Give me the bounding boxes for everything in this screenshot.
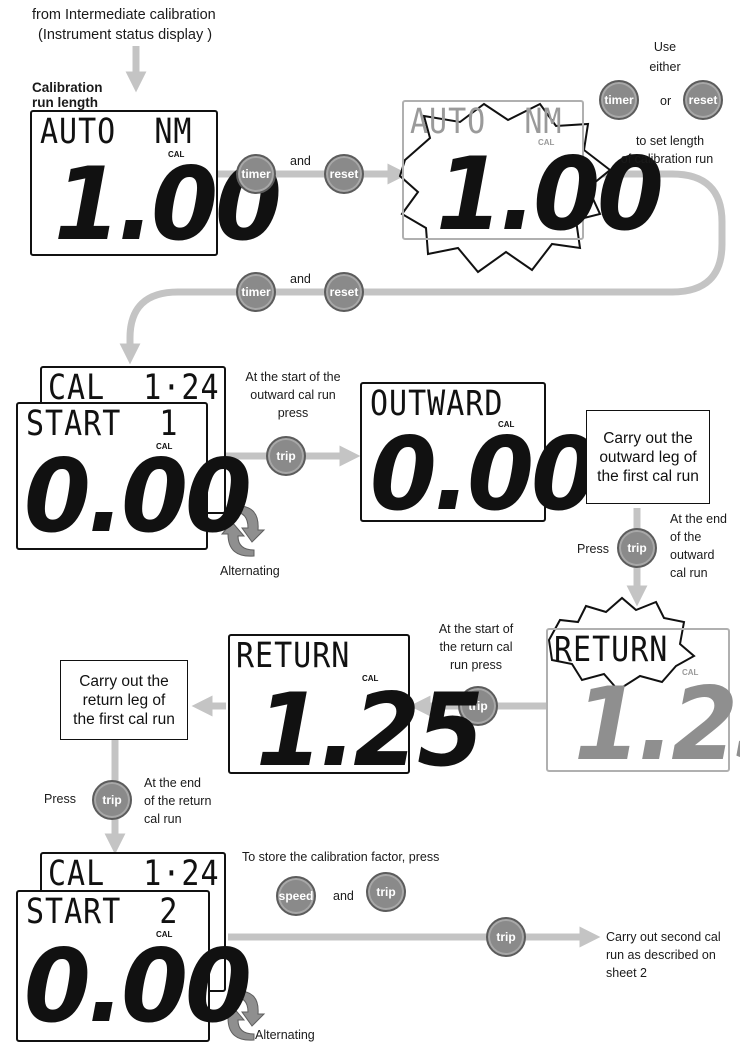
note-return-leg: Carry out the return leg of the first ca… xyxy=(60,660,188,740)
reset-button[interactable]: reset xyxy=(324,154,364,194)
reset-button[interactable]: reset xyxy=(683,80,723,120)
set-length-text-2: of calibration run xyxy=(620,152,714,166)
trip-button[interactable]: trip xyxy=(486,917,526,957)
lcd-top-text: AUTO NM xyxy=(410,101,563,142)
lcd-display-auto-nm: AUTO NM CAL 1.00 xyxy=(30,110,282,256)
end-outward-line-3: outward xyxy=(670,548,715,562)
timer-button[interactable]: timer xyxy=(236,154,276,194)
end-return-line-2: of the return xyxy=(144,794,212,808)
store-factor-text: To store the calibration factor, press xyxy=(242,850,440,864)
end-return-line-1: At the end xyxy=(144,776,201,790)
trip-button[interactable]: trip xyxy=(266,436,306,476)
lcd-top-text: CAL 1·24 xyxy=(48,367,220,408)
end-return-line-3: cal run xyxy=(144,812,182,826)
trip-button[interactable]: trip xyxy=(617,528,657,568)
alternating-arrows-2 xyxy=(220,990,266,1041)
end-outward-line-1: At the end xyxy=(670,512,727,526)
lcd-cal-label: CAL xyxy=(498,420,515,429)
note-line-2: outward leg of xyxy=(599,448,697,466)
use-text: Use xyxy=(653,40,677,54)
lcd-display-outward: OUTWARD CAL 0.00 xyxy=(360,382,598,525)
lcd-cal-label: CAL xyxy=(168,150,185,159)
lcd-top-text: AUTO NM xyxy=(40,111,193,152)
intro-line-2: (Instrument status display ) xyxy=(38,27,213,43)
final-step-line-3: sheet 2 xyxy=(606,966,648,980)
lcd-cal-label: CAL xyxy=(362,674,379,683)
either-text: either xyxy=(649,60,681,74)
start-outward-line-2: outward cal run xyxy=(250,388,336,402)
end-outward-line-4: cal run xyxy=(670,566,708,580)
intro-line-1: from Intermediate calibration xyxy=(32,7,216,23)
and-text: and xyxy=(290,154,311,168)
start-return-line-1: At the start of xyxy=(438,622,514,636)
lcd-value: 1.00 xyxy=(436,135,664,254)
lcd-top-text: RETURN xyxy=(554,629,669,670)
lcd-top-text: RETURN xyxy=(236,635,351,676)
timer-button[interactable]: timer xyxy=(599,80,639,120)
calibration-heading-1: Calibration xyxy=(32,80,103,95)
final-step-line-1: Carry out second cal xyxy=(606,930,721,944)
flow-loop xyxy=(119,170,726,365)
lcd-value: 0.00 xyxy=(24,437,252,556)
speed-button[interactable]: speed xyxy=(276,876,316,916)
press-text: Press xyxy=(577,542,609,556)
trip-button[interactable]: trip xyxy=(92,780,132,820)
lcd-cal-label: CAL xyxy=(682,668,699,677)
lcd-top-text: OUTWARD xyxy=(370,383,504,424)
lcd-value: 1.25 xyxy=(256,671,484,790)
or-text: or xyxy=(660,94,672,108)
lcd-value: 0.00 xyxy=(24,927,252,1046)
note-outward-leg: Carry out the outward leg of the first c… xyxy=(586,410,710,504)
alternating-text: Alternating xyxy=(220,564,280,578)
reset-button[interactable]: reset xyxy=(324,272,364,312)
lcd-display-return-flashing: RETURN CAL 1.25 xyxy=(546,628,740,775)
timer-button[interactable]: timer xyxy=(236,272,276,312)
lcd-display-start-2: START 2 CAL 0.00 xyxy=(16,890,252,1042)
lcd-display-return: RETURN CAL 1.25 xyxy=(228,634,484,781)
start-outward-line-1: At the start of the xyxy=(245,370,341,384)
starburst-flash-2 xyxy=(547,596,696,692)
and-text: and xyxy=(333,889,354,903)
lcd-top-text: START 1 xyxy=(26,403,179,444)
lcd-value: 1.25 xyxy=(574,665,740,784)
end-outward-line-2: of the xyxy=(670,530,702,544)
note-line-1: Carry out the xyxy=(603,429,693,447)
lcd-top-text: START 2 xyxy=(26,891,179,932)
press-text: Press xyxy=(44,792,76,806)
lcd-top-text: CAL 1·24 xyxy=(48,853,220,894)
note-line-3: the first cal run xyxy=(597,467,699,485)
start-outward-line-3: press xyxy=(277,406,309,420)
lcd-cal-label: CAL xyxy=(538,138,555,147)
alternating-arrows-1 xyxy=(220,505,266,557)
calibration-heading-2: run length xyxy=(32,95,98,110)
trip-button[interactable]: trip xyxy=(366,872,406,912)
note-line-3: the first cal run xyxy=(73,710,175,728)
lcd-cal-label: CAL xyxy=(156,442,173,451)
alternating-text: Alternating xyxy=(255,1028,315,1042)
and-text: and xyxy=(290,272,311,286)
lcd-display-start-1: START 1 CAL 0.00 xyxy=(16,402,252,550)
lcd-cal-label: CAL xyxy=(156,930,173,939)
starburst-flash-1 xyxy=(398,102,612,274)
final-step-line-2: run as described on xyxy=(606,948,716,962)
start-return-line-3: run press xyxy=(449,658,503,672)
set-length-text-1: to set length xyxy=(635,134,705,148)
note-line-1: Carry out the xyxy=(79,672,169,690)
start-return-line-2: the return cal xyxy=(439,640,513,654)
lcd-value: 0.00 xyxy=(370,415,598,534)
lcd-display-auto-nm-flashing: AUTO NM CAL 1.00 xyxy=(402,100,664,245)
trip-button[interactable]: trip xyxy=(458,686,498,726)
note-line-2: return leg of xyxy=(82,691,166,709)
